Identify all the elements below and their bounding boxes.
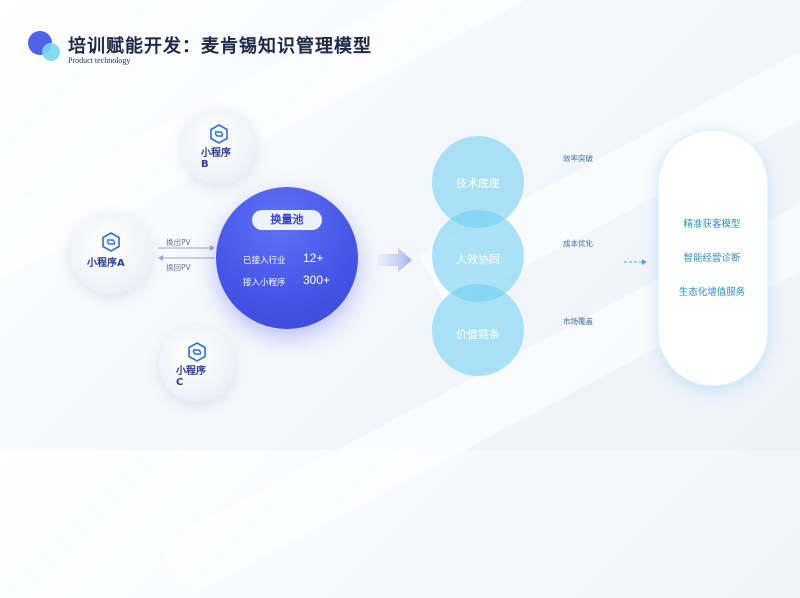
page-subtitle: Product technology (68, 56, 131, 65)
venn-label: 价值链条 (456, 328, 500, 341)
outcome-item: 精准获客模型 (683, 219, 741, 230)
dashed-arrow-icon (624, 259, 647, 265)
mini-program-label: 小程序A (87, 258, 125, 269)
mini-program-c-node: 小程序 C (159, 326, 235, 402)
mini-program-icon (102, 232, 120, 252)
mini-program-a-node: 小程序A (70, 212, 152, 294)
connector-arrows (158, 245, 215, 261)
venn-side-label: 市场覆盖 (563, 317, 593, 326)
edge-label-out: 换出PV (166, 238, 191, 247)
pool-row-value: 12+ (303, 251, 324, 265)
outcome-item: 智能经营诊断 (683, 253, 741, 264)
venn-label: 人效协同 (456, 253, 500, 266)
venn-label: 技术底座 (456, 177, 500, 190)
mini-program-b-node: 小程序 B (181, 108, 257, 184)
mini-program-label-suffix: C (176, 377, 184, 388)
logo-dot-accent (42, 43, 60, 61)
venn-circle-value (432, 284, 524, 376)
venn-side-label: 成本优化 (563, 239, 593, 248)
outcome-capsule (658, 130, 768, 386)
exchange-pool-circle (216, 187, 358, 329)
edge-label-back: 换回PV (166, 263, 191, 272)
pool-row-key: 接入小程序 (243, 278, 286, 288)
exchange-pool-tag: 换量池 (252, 210, 322, 230)
pool-row-key: 已接入行业 (243, 256, 286, 266)
mini-program-label-suffix: B (201, 159, 209, 170)
page-title: 培训赋能开发：麦肯锡知识管理模型 (68, 36, 372, 57)
flow-arrow-icon (378, 248, 412, 272)
pool-row-value: 300+ (303, 273, 331, 287)
venn-side-label: 效率突破 (563, 154, 593, 163)
outcome-item: 生态化增值服务 (678, 287, 746, 298)
mini-program-icon (188, 342, 206, 362)
mini-program-label: 小程序 (201, 148, 231, 159)
mini-program-icon (210, 124, 228, 144)
mini-program-label: 小程序 (176, 366, 206, 377)
